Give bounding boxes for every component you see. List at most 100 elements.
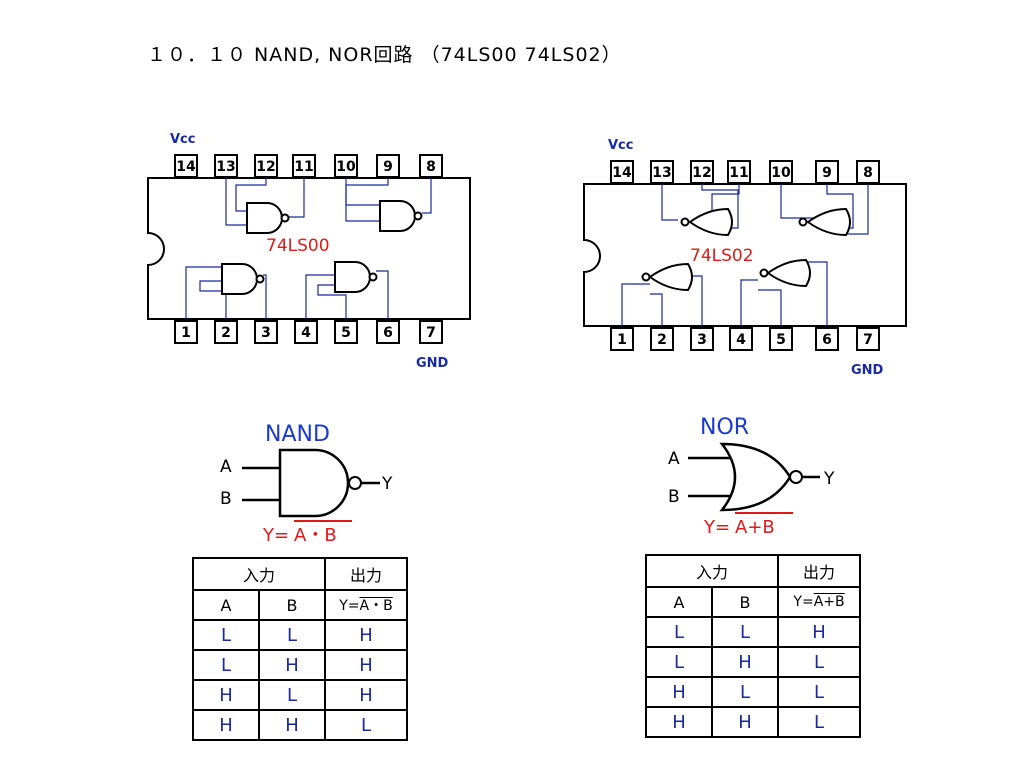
table-row: L H L xyxy=(645,646,861,678)
pin-1: 1 xyxy=(181,325,191,341)
nand-gates xyxy=(221,200,423,295)
nor-gates xyxy=(641,207,851,292)
vcc-label: Vcc xyxy=(170,132,195,147)
col-y-lhs: Y= xyxy=(339,598,360,614)
pin-13: 13 xyxy=(652,165,671,181)
pin-7: 7 xyxy=(863,332,873,348)
cell: H xyxy=(777,616,861,648)
nand-title: NAND xyxy=(265,422,330,447)
pin-5: 5 xyxy=(776,332,786,348)
col-y-header: Y=A・B xyxy=(324,589,408,621)
pin-7: 7 xyxy=(426,325,436,341)
cell: L xyxy=(777,646,861,678)
cell: H xyxy=(192,709,260,741)
table-row: L L H xyxy=(192,619,408,651)
pin-12: 12 xyxy=(256,159,275,175)
table-row: H L H xyxy=(192,679,408,711)
cell: H xyxy=(645,706,713,738)
pin-5: 5 xyxy=(341,325,351,341)
bottom-pins: 1 2 3 4 5 6 7 xyxy=(610,327,880,351)
nand-symbol: NAND A B Y Y= A・B xyxy=(220,422,393,546)
nor-title: NOR xyxy=(700,415,749,440)
pin-6: 6 xyxy=(822,332,832,348)
pin-10: 10 xyxy=(771,165,791,181)
cell: L xyxy=(711,616,779,648)
col-b-header: B xyxy=(711,586,779,618)
input-header: 入力 xyxy=(645,554,779,588)
col-y-lhs: Y= xyxy=(793,594,814,610)
cell: H xyxy=(324,679,408,711)
table-row: L L H xyxy=(645,616,861,648)
internal-wiring xyxy=(185,178,432,319)
cell: H xyxy=(324,619,408,651)
chip-label-74ls02: 74LS02 xyxy=(690,246,754,266)
table-row: L H H xyxy=(192,649,408,681)
chip-74ls00: Vcc 14 13 12 11 10 9 8 74LS00 xyxy=(147,132,471,371)
nand-input-b-label: B xyxy=(220,489,232,509)
cell: H xyxy=(711,646,779,678)
pin-3: 3 xyxy=(261,325,271,341)
input-header: 入力 xyxy=(192,557,326,591)
top-pins: 14 13 12 11 10 9 8 xyxy=(174,154,443,178)
cell: H xyxy=(324,649,408,681)
cell: L xyxy=(324,709,408,741)
cell: L xyxy=(192,619,260,651)
nand-truth-table: 入力 出力 A B Y=A・B L L H L H H H L H H H L xyxy=(192,557,408,741)
nor-input-b-label: B xyxy=(668,487,680,507)
nand-formula-rhs: A・B xyxy=(294,525,337,546)
pin-11: 11 xyxy=(294,159,313,175)
pin-14: 14 xyxy=(612,165,632,181)
cell: L xyxy=(645,616,713,648)
nor-gate-shape xyxy=(719,442,792,512)
col-a-header: A xyxy=(192,589,260,621)
pin-11: 11 xyxy=(729,165,748,181)
nand-input-a-label: A xyxy=(220,457,232,477)
pin-9: 9 xyxy=(822,165,832,181)
cell: H xyxy=(258,709,326,741)
nand-output-label: Y xyxy=(381,474,393,494)
nor-truth-table: 入力 出力 A B Y=A+B L L H L H L H L L H H L xyxy=(645,554,861,738)
pin-4: 4 xyxy=(736,332,746,348)
pin-8: 8 xyxy=(863,165,873,181)
chip-74ls02: Vcc 14 13 12 11 10 9 8 74LS02 1 xyxy=(583,138,907,378)
pin-3: 3 xyxy=(697,332,707,348)
output-header: 出力 xyxy=(324,557,408,591)
pin-2: 2 xyxy=(221,325,231,341)
cell: L xyxy=(258,619,326,651)
pin-4: 4 xyxy=(301,325,311,341)
pin-6: 6 xyxy=(383,325,393,341)
col-y-rhs: A+B xyxy=(813,594,845,610)
cell: H xyxy=(192,679,260,711)
nand-gate-shape xyxy=(278,448,350,518)
nor-symbol: NOR A B Y Y= A+B xyxy=(668,415,835,538)
col-y-rhs: A・B xyxy=(359,598,393,614)
bottom-pins: 1 2 3 4 5 6 7 xyxy=(174,320,443,344)
nor-formula-lhs: Y= xyxy=(703,517,730,538)
cell: L xyxy=(645,646,713,678)
nand-formula-lhs: Y= xyxy=(262,525,289,546)
gnd-label: GND xyxy=(851,363,884,378)
vcc-label: Vcc xyxy=(608,138,633,153)
pin-9: 9 xyxy=(383,159,393,175)
col-a-header: A xyxy=(645,586,713,618)
pin-14: 14 xyxy=(176,159,196,175)
pin-2: 2 xyxy=(657,332,667,348)
pin-8: 8 xyxy=(426,159,436,175)
gnd-label: GND xyxy=(416,356,449,371)
table-row: H L L xyxy=(645,676,861,708)
nor-formula-rhs: A+B xyxy=(735,517,775,538)
chip-label-74ls00: 74LS00 xyxy=(266,236,330,256)
cell: L xyxy=(258,679,326,711)
nor-input-a-label: A xyxy=(668,449,680,469)
pin-10: 10 xyxy=(336,159,356,175)
top-pins: 14 13 12 11 10 9 8 xyxy=(610,160,880,184)
table-row: H H L xyxy=(192,709,408,741)
col-y-header: Y=A+B xyxy=(777,586,861,618)
output-header: 出力 xyxy=(777,554,861,588)
cell: H xyxy=(258,649,326,681)
pin-12: 12 xyxy=(692,165,711,181)
cell: L xyxy=(192,649,260,681)
cell: L xyxy=(711,676,779,708)
cell: L xyxy=(777,706,861,738)
cell: H xyxy=(645,676,713,708)
